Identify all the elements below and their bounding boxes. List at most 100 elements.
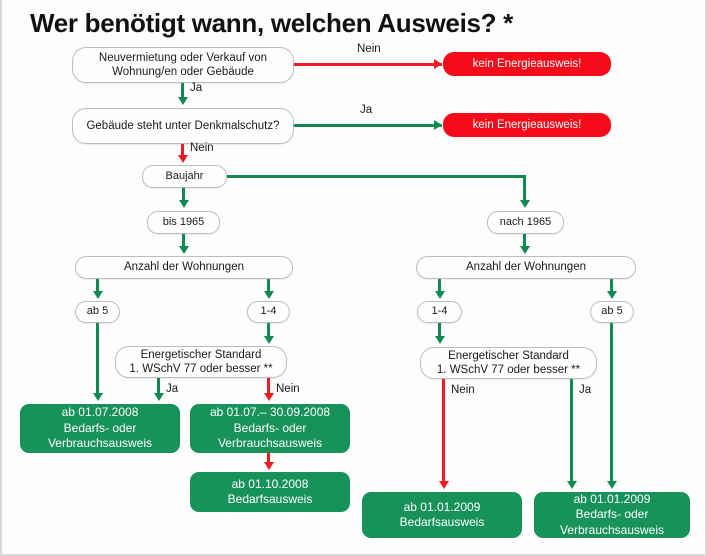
edge-baujahr-to-nach1965-horizontal <box>227 175 525 178</box>
arrowhead-anzahl-right-to-1-4 <box>435 291 445 299</box>
node-start-label: Neuvermietung oder Verkauf von Wohnung/e… <box>98 51 268 78</box>
terminal-green-d: ab 01.01.2009 Bedarfsausweis <box>362 492 522 538</box>
edge-anzahl-left-to-1-4 <box>267 279 270 293</box>
node-right-1-4: 1-4 <box>417 301 462 323</box>
node-right-ab-5: ab 5 <box>590 301 634 323</box>
edge-anzahl-left-to-ab5 <box>96 279 99 293</box>
arrowhead-start-to-kein1 <box>434 59 442 69</box>
edge-label-ja-left-standard: Ja <box>166 383 179 395</box>
edge-label-nein-2: Nein <box>190 142 214 154</box>
node-baujahr-label: Baujahr <box>165 169 204 182</box>
node-denkmalschutz-label: Gebäude steht unter Denkmalschutz? <box>86 119 280 132</box>
terminal-green-e-line3: Verbrauchsausweis <box>559 522 665 537</box>
arrowhead-baujahr-to-nach1965 <box>520 200 530 208</box>
edge-label-nein-1: Nein <box>357 43 381 55</box>
arrowhead-anzahl-right-to-ab5 <box>607 291 617 299</box>
terminal-green-d-line2: Bedarfsausweis <box>399 515 485 529</box>
arrowhead-baujahr-to-bis1965 <box>179 200 189 208</box>
edge-anzahl-right-to-ab5 <box>610 279 613 293</box>
edge-label-ja-right-standard: Ja <box>579 384 592 396</box>
node-left-ab-5-label: ab 5 <box>86 305 109 318</box>
node-start: Neuvermietung oder Verkauf von Wohnung/e… <box>72 47 294 83</box>
arrowhead-nach1965-to-anzahl-right <box>520 246 530 254</box>
edge-standard-left-nein <box>267 378 270 395</box>
terminal-green-a-line1: ab 01.07.2008 <box>61 405 139 420</box>
arrowhead-standard-left-nein <box>264 393 274 401</box>
arrowhead-denkmalschutz-to-baujahr <box>178 155 188 163</box>
edge-label-ja-2: Ja <box>360 104 373 116</box>
edge-green-b-to-green-c <box>267 453 270 465</box>
arrowhead-left-1-4-to-standard <box>264 336 274 344</box>
node-anzahl-wohnungen-right: Anzahl der Wohnungen <box>416 256 636 279</box>
node-energetischer-standard-left-line1: Energetischer Standard <box>140 348 262 361</box>
arrowhead-green-b-to-green-c <box>264 462 274 470</box>
edge-nach1965-to-anzahl-right <box>523 234 526 248</box>
edge-standard-right-nein <box>442 379 445 483</box>
terminal-green-c-line2: Bedarfsausweis <box>227 492 313 506</box>
terminal-green-a-line3: Verbrauchsausweis <box>47 436 153 451</box>
terminal-kein-energieausweis-1: kein Energieausweis! <box>443 52 611 76</box>
node-energetischer-standard-right: Energetischer Standard 1. WSchV 77 oder … <box>420 347 597 379</box>
edge-right-1-4-to-standard <box>438 323 441 338</box>
edge-left-1-4-to-standard <box>267 323 270 338</box>
arrowhead-anzahl-left-to-ab5 <box>93 291 103 299</box>
page-title: Wer benötigt wann, welchen Ausweis? * <box>30 8 513 38</box>
terminal-green-b: ab 01.07.– 30.09.2008 Bedarfs- oder Verb… <box>190 404 350 453</box>
node-denkmalschutz: Gebäude steht unter Denkmalschutz? <box>72 108 294 144</box>
terminal-green-a: ab 01.07.2008 Bedarfs- oder Verbrauchsau… <box>20 404 180 453</box>
node-energetischer-standard-left-line2: 1. WSchV 77 oder besser ** <box>129 363 273 375</box>
arrowhead-bis1965-to-anzahl-left <box>179 246 189 254</box>
node-bis-1965-label: bis 1965 <box>162 215 205 228</box>
edge-label-nein-right-standard: Nein <box>451 384 475 396</box>
terminal-green-e-line2: Bedarfs- oder <box>575 507 649 522</box>
node-baujahr: Baujahr <box>142 165 227 188</box>
node-anzahl-wohnungen-right-label: Anzahl der Wohnungen <box>466 261 586 274</box>
node-energetischer-standard-right-line2: 1. WSchV 77 oder besser ** <box>436 364 581 376</box>
edge-start-to-kein1 <box>294 63 442 66</box>
terminal-green-e: ab 01.01.2009 Bedarfs- oder Verbrauchsau… <box>534 492 690 538</box>
terminal-green-c: ab 01.10.2008 Bedarfsausweis <box>190 472 350 512</box>
edge-baujahr-to-bis1965 <box>182 188 185 202</box>
node-left-ab-5: ab 5 <box>75 301 120 323</box>
node-right-1-4-label: 1-4 <box>431 305 448 318</box>
terminal-green-e-line1: ab 01.01.2009 <box>573 491 651 506</box>
edge-standard-right-ja <box>570 379 573 483</box>
edge-label-nein-left-standard: Nein <box>276 383 300 395</box>
node-nach-1965: nach 1965 <box>487 211 564 234</box>
edge-left-ab5-to-green-a <box>96 323 99 395</box>
node-left-1-4: 1-4 <box>247 301 290 323</box>
edge-denkmalschutz-to-kein2 <box>294 124 442 127</box>
arrowhead-standard-right-ja <box>567 481 577 489</box>
edge-anzahl-right-to-1-4 <box>438 279 441 293</box>
terminal-kein-energieausweis-1-label: kein Energieausweis! <box>472 58 582 70</box>
node-nach-1965-label: nach 1965 <box>499 215 552 228</box>
arrowhead-standard-left-ja <box>154 393 164 401</box>
edge-baujahr-to-nach1965-vertical <box>523 175 526 202</box>
node-left-1-4-label: 1-4 <box>260 305 277 318</box>
node-bis-1965: bis 1965 <box>147 211 220 234</box>
node-anzahl-wohnungen-left-label: Anzahl der Wohnungen <box>124 261 244 274</box>
arrowhead-left-ab5-to-green-a <box>93 393 103 401</box>
arrowhead-right-1-4-to-standard <box>435 336 445 344</box>
terminal-kein-energieausweis-2: kein Energieausweis! <box>443 113 611 137</box>
edge-start-to-denkmalschutz <box>181 83 184 99</box>
node-energetischer-standard-right-line1: Energetischer Standard <box>448 349 569 362</box>
terminal-green-c-line1: ab 01.10.2008 <box>231 476 309 491</box>
terminal-kein-energieausweis-2-label: kein Energieausweis! <box>472 119 582 131</box>
node-anzahl-wohnungen-left: Anzahl der Wohnungen <box>75 256 293 279</box>
edge-bis1965-to-anzahl-left <box>182 234 185 248</box>
terminal-green-b-line2: Bedarfs- oder <box>233 420 307 435</box>
arrowhead-start-to-denkmalschutz <box>178 97 188 105</box>
edge-right-ab5-to-green-e <box>610 323 613 483</box>
edge-label-ja-1: Ja <box>190 82 203 94</box>
arrowhead-anzahl-left-to-1-4 <box>264 291 274 299</box>
node-right-ab-5-label: ab 5 <box>601 305 623 318</box>
arrowhead-denkmalschutz-to-kein2 <box>434 120 442 130</box>
terminal-green-b-line3: Verbrauchsausweis <box>217 436 323 451</box>
node-energetischer-standard-left: Energetischer Standard 1. WSchV 77 oder … <box>115 346 287 378</box>
arrowhead-right-ab5-to-green-e <box>607 481 617 489</box>
edge-standard-left-ja <box>157 378 160 395</box>
arrowhead-standard-right-nein <box>439 481 449 489</box>
terminal-green-a-line2: Bedarfs- oder <box>63 420 137 435</box>
